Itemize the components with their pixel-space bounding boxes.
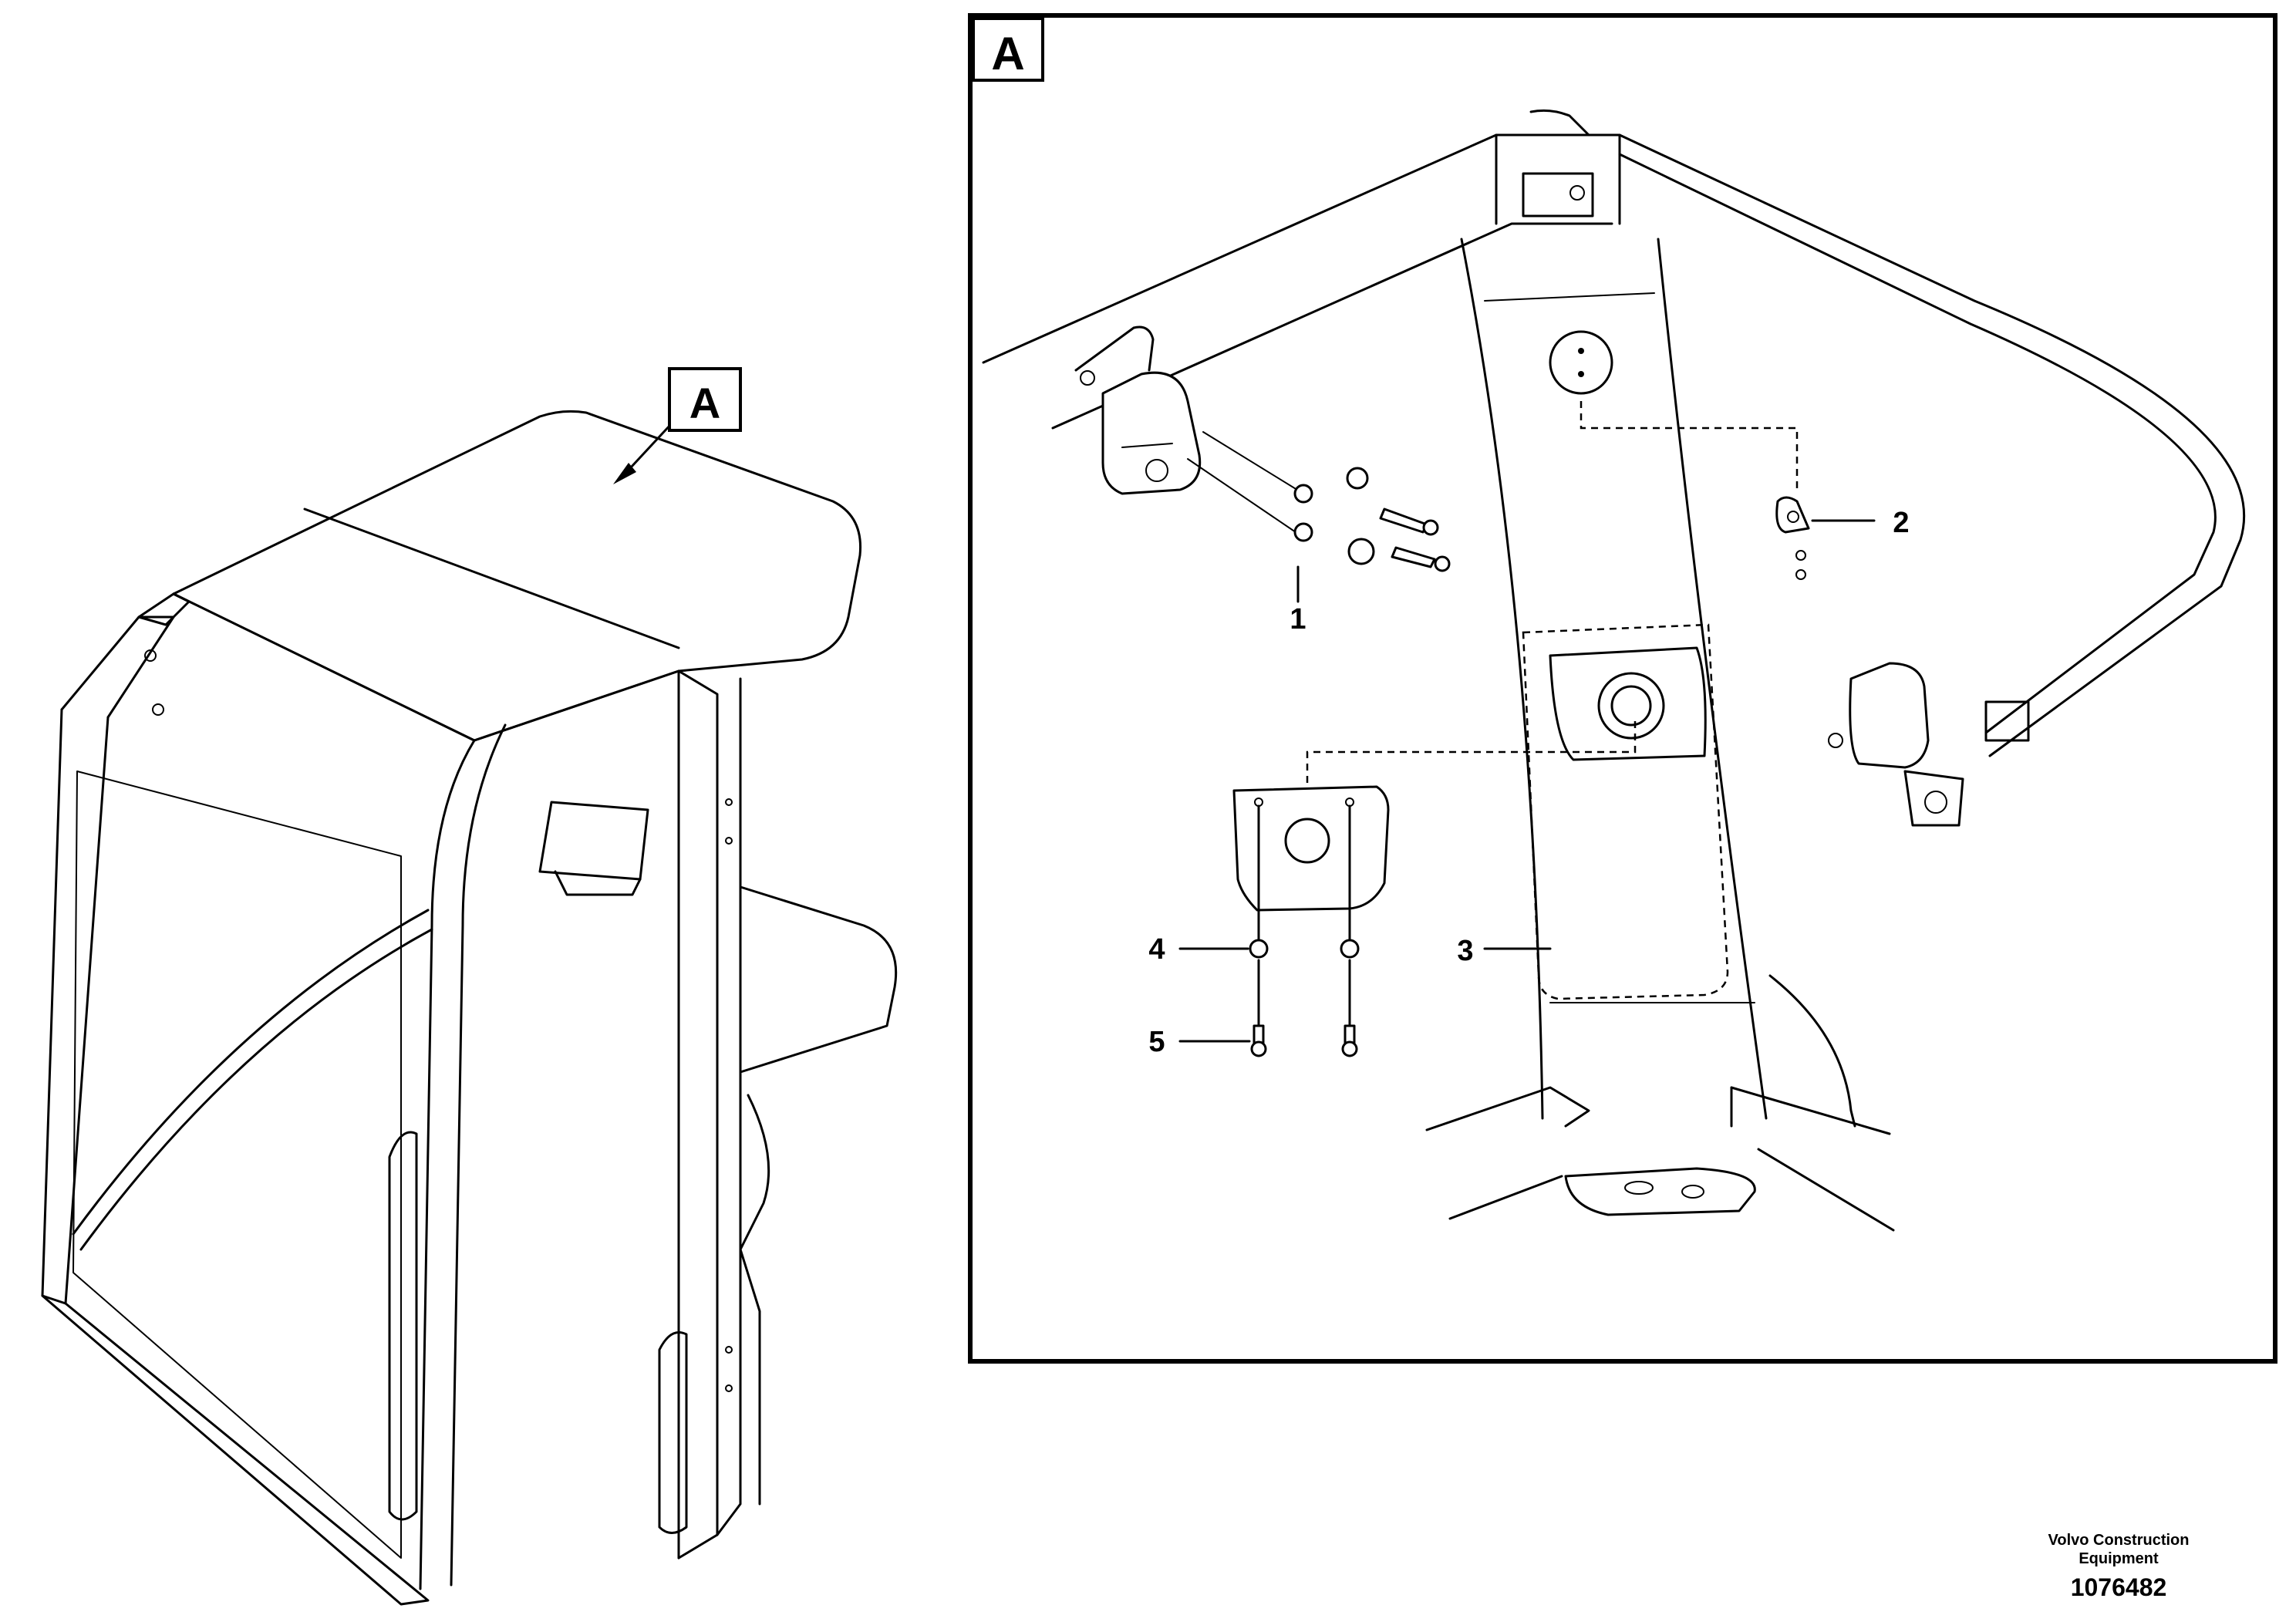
callout-5: 5	[1148, 1026, 1165, 1058]
overview-callout-a: A	[613, 367, 742, 484]
cab-overview	[41, 410, 898, 1606]
overview-callout-label: A	[689, 379, 720, 427]
callout-1: 1	[1290, 603, 1306, 636]
part-2-clip	[1580, 401, 1876, 580]
right-hinge-bracket	[1828, 662, 1964, 827]
part-4-5-fasteners	[1178, 939, 1552, 1057]
company-line-1: Volvo Construction	[2048, 1532, 2190, 1549]
detail-title: A	[991, 28, 1024, 79]
part-1-fasteners	[1187, 431, 1451, 603]
document-number: 1076482	[2070, 1573, 2167, 1601]
callout-3: 3	[1457, 935, 1473, 967]
part-1-hinge-bracket	[1074, 325, 1202, 495]
callout-4: 4	[1148, 933, 1165, 966]
cover-plate	[1232, 717, 1637, 943]
callout-2: 2	[1893, 507, 1909, 539]
company-name: Volvo Construction Equipment	[2003, 1531, 2234, 1568]
company-line-2: Equipment	[2079, 1550, 2159, 1567]
detail-view-a: A	[968, 13, 2277, 1364]
